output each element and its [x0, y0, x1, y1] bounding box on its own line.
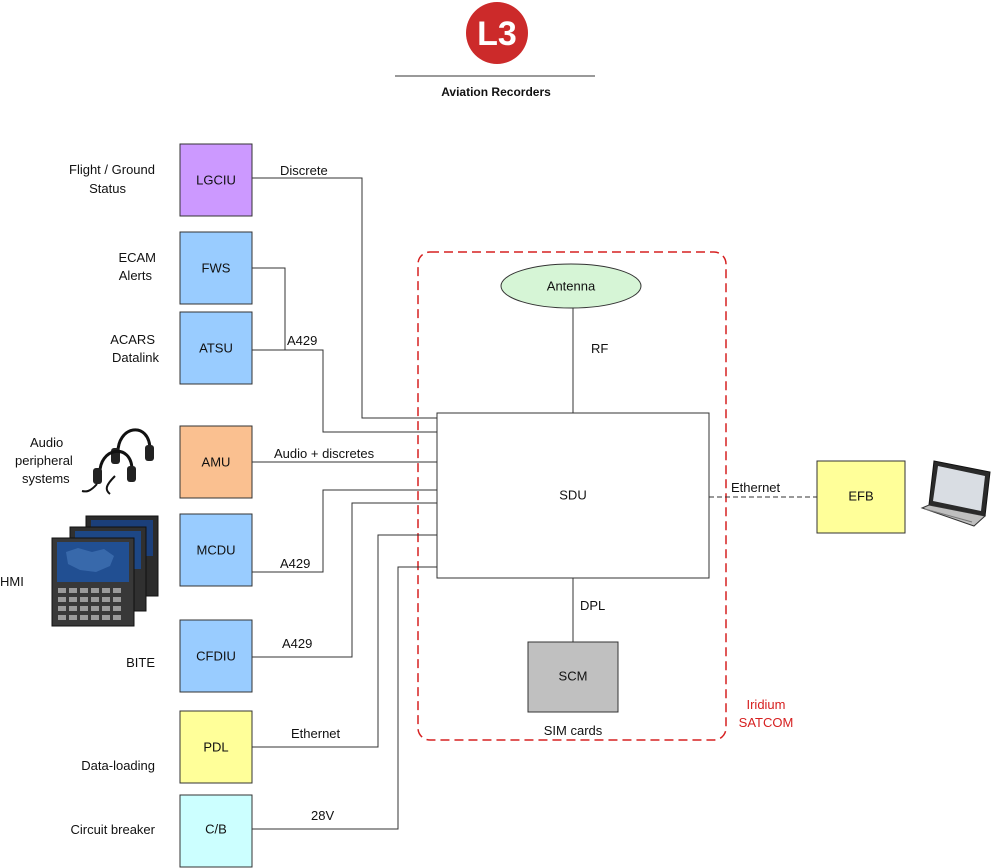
- atsu-box[interactable]: ATSU: [180, 312, 252, 384]
- wire-cfdiu-sdu: [252, 503, 437, 657]
- label-bite: BITE: [126, 655, 155, 670]
- label-a429-cfdiu: A429: [282, 636, 312, 651]
- sdu-label: SDU: [559, 487, 586, 502]
- label-audio-2: peripheral: [15, 453, 73, 468]
- cb-label: C/B: [205, 821, 227, 836]
- label-acars-2: Datalink: [112, 350, 159, 365]
- label-flight-ground-2: Status: [89, 181, 126, 196]
- pdl-label: PDL: [203, 739, 228, 754]
- label-audio-discretes: Audio + discretes: [274, 446, 375, 461]
- scm-label: SCM: [559, 668, 588, 683]
- amu-label: AMU: [202, 454, 231, 469]
- sdu-box[interactable]: SDU: [437, 413, 709, 578]
- fws-box[interactable]: FWS: [180, 232, 252, 304]
- cfdiu-box[interactable]: CFDIU: [180, 620, 252, 692]
- label-ecam-2: Alerts: [119, 268, 153, 283]
- mcdu-box[interactable]: MCDU: [180, 514, 252, 586]
- cb-box[interactable]: C/B: [180, 795, 252, 867]
- efb-label: EFB: [848, 488, 873, 503]
- header-subtitle: Aviation Recorders: [441, 85, 551, 99]
- fws-label: FWS: [202, 260, 231, 275]
- label-dpl: DPL: [580, 598, 605, 613]
- cfdiu-label: CFDIU: [196, 648, 236, 663]
- wire-lgciu-sdu: [252, 178, 437, 418]
- wire-fws: [252, 268, 285, 350]
- laptop-icon: [922, 461, 990, 526]
- label-rf: RF: [591, 341, 608, 356]
- label-a429-mcdu: A429: [280, 556, 310, 571]
- label-ecam-1: ECAM: [118, 250, 156, 265]
- label-hmi: HMI: [0, 574, 24, 589]
- lgciu-box[interactable]: LGCIU: [180, 144, 252, 216]
- antenna-label: Antenna: [547, 278, 596, 293]
- label-discrete: Discrete: [280, 163, 328, 178]
- label-ethernet-pdl: Ethernet: [291, 726, 341, 741]
- headset-icon: [82, 430, 154, 494]
- label-a429-atsu: A429: [287, 333, 317, 348]
- lgciu-label: LGCIU: [196, 172, 236, 187]
- amu-box[interactable]: AMU: [180, 426, 252, 498]
- label-flight-ground-1: Flight / Ground: [69, 162, 155, 177]
- pdl-box[interactable]: PDL: [180, 711, 252, 783]
- label-data-loading: Data-loading: [81, 758, 155, 773]
- logo-text: L3: [477, 15, 517, 53]
- label-audio-1: Audio: [30, 435, 63, 450]
- efb-box[interactable]: EFB: [817, 461, 905, 533]
- label-audio-3: systems: [22, 471, 70, 486]
- atsu-label: ATSU: [199, 340, 233, 355]
- scm-box[interactable]: SCM: [528, 642, 618, 712]
- iridium-label-line1: Iridium: [746, 697, 785, 712]
- label-28v: 28V: [311, 808, 334, 823]
- mcdu-label: MCDU: [197, 542, 236, 557]
- l3-logo-icon: L3: [466, 2, 528, 64]
- sim-cards-label: SIM cards: [544, 723, 603, 738]
- iridium-label-line2: SATCOM: [739, 715, 794, 730]
- wire-atsu-sdu: [252, 350, 437, 432]
- antenna-node[interactable]: Antenna: [501, 264, 641, 308]
- label-circuit-breaker: Circuit breaker: [70, 822, 155, 837]
- wire-cb-sdu: [252, 567, 437, 829]
- label-ethernet-efb: Ethernet: [731, 480, 781, 495]
- label-acars-1: ACARS: [110, 332, 155, 347]
- mcdu-display-icon: [52, 516, 158, 626]
